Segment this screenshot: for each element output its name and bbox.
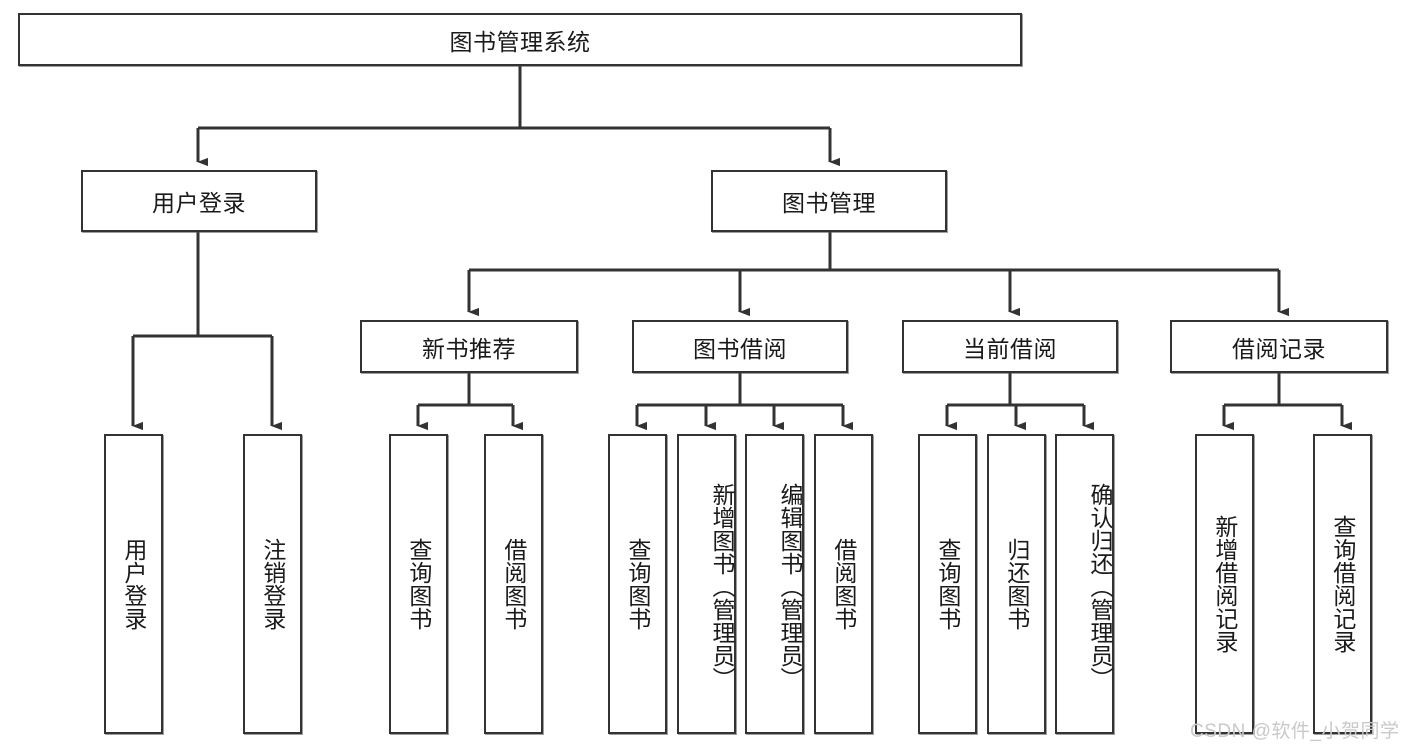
node-new-book-recommend-label: 新书推荐 <box>422 335 516 362</box>
node-leaf-edit-book-admin-label: 编辑图书（管理员） <box>777 482 803 690</box>
node-leaf-borrow-book-1-label: 借阅图书 <box>500 538 527 630</box>
node-leaf-user-login[interactable]: 用户登录 <box>104 434 163 734</box>
node-borrow-record-label: 借阅记录 <box>1232 335 1326 362</box>
node-user-login[interactable]: 用户登录 <box>81 170 317 232</box>
node-leaf-logout-login-label: 注销登录 <box>259 538 286 630</box>
node-root[interactable]: 图书管理系统 <box>18 13 1022 66</box>
node-current-borrow[interactable]: 当前借阅 <box>902 320 1118 373</box>
node-leaf-borrow-book-1[interactable]: 借阅图书 <box>484 434 543 734</box>
node-leaf-return-book-label: 归还图书 <box>1003 538 1030 630</box>
node-leaf-query-borrow-record[interactable]: 查询借阅记录 <box>1313 434 1372 734</box>
node-current-borrow-label: 当前借阅 <box>963 335 1057 362</box>
node-borrow-record[interactable]: 借阅记录 <box>1170 320 1388 373</box>
node-leaf-user-login-label: 用户登录 <box>120 538 147 630</box>
node-leaf-query-book-3[interactable]: 查询图书 <box>918 434 977 734</box>
csdn-watermark: CSDN @软件_小贺同学 <box>1190 721 1400 742</box>
node-leaf-query-borrow-record-label: 查询借阅记录 <box>1329 515 1356 653</box>
node-book-borrow-label: 图书借阅 <box>693 335 787 362</box>
node-leaf-query-book-1[interactable]: 查询图书 <box>389 434 448 734</box>
node-leaf-add-book-admin[interactable]: 新增图书（管理员） <box>677 434 736 734</box>
node-leaf-query-book-2-label: 查询图书 <box>624 538 651 630</box>
node-leaf-query-book-1-label: 查询图书 <box>405 538 432 630</box>
node-book-management-label: 图书管理 <box>782 190 876 216</box>
node-leaf-add-book-admin-label: 新增图书（管理员） <box>709 482 735 690</box>
node-leaf-edit-book-admin[interactable]: 编辑图书（管理员） <box>745 434 804 734</box>
node-book-management[interactable]: 图书管理 <box>711 170 947 232</box>
node-root-label: 图书管理系统 <box>449 28 591 55</box>
node-leaf-borrow-book-2-label: 借阅图书 <box>830 538 857 630</box>
node-leaf-logout-login[interactable]: 注销登录 <box>243 434 302 734</box>
node-leaf-add-borrow-record-label: 新增借阅记录 <box>1211 515 1238 653</box>
node-new-book-recommend[interactable]: 新书推荐 <box>360 320 578 373</box>
node-book-borrow[interactable]: 图书借阅 <box>632 320 848 373</box>
node-leaf-borrow-book-2[interactable]: 借阅图书 <box>814 434 873 734</box>
node-leaf-query-book-3-label: 查询图书 <box>934 538 961 630</box>
node-leaf-query-book-2[interactable]: 查询图书 <box>608 434 667 734</box>
node-user-login-label: 用户登录 <box>152 190 246 216</box>
node-leaf-confirm-return-admin[interactable]: 确认归还（管理员） <box>1055 434 1114 734</box>
node-leaf-confirm-return-admin-label: 确认归还（管理员） <box>1087 482 1113 690</box>
node-leaf-add-borrow-record[interactable]: 新增借阅记录 <box>1195 434 1254 734</box>
node-leaf-return-book[interactable]: 归还图书 <box>987 434 1046 734</box>
